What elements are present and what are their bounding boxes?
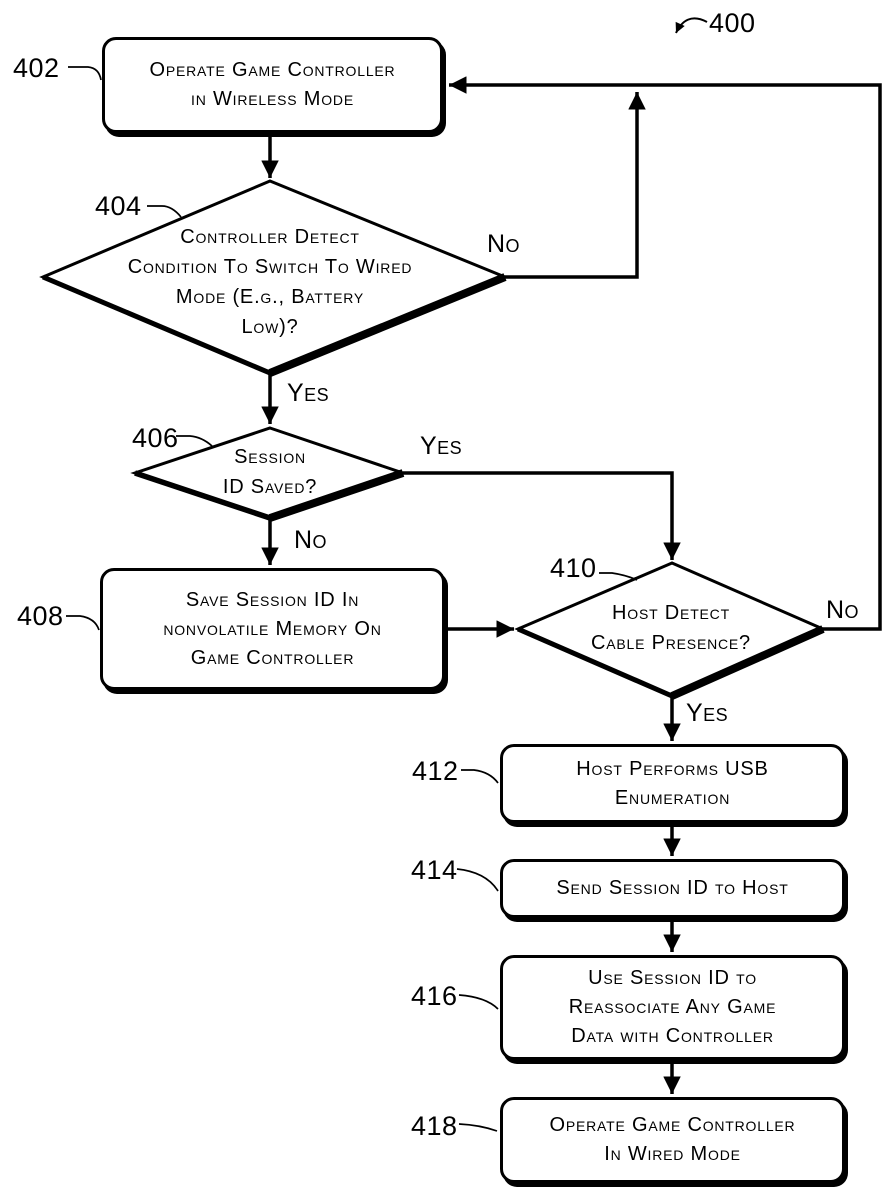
connector-404-no-merge-up (505, 92, 646, 279)
leader-402 (68, 66, 102, 81)
step-416-box: Use Session ID to Reassociate Any Game D… (500, 955, 845, 1060)
step-412-text: Host Performs USB (576, 757, 769, 780)
figure-number: 400 (709, 8, 756, 38)
decision-shapes (39, 179, 827, 700)
ref-410: 410 (550, 553, 597, 583)
step-402-text: Operate Game Controller (149, 59, 396, 81)
leader-406 (176, 435, 213, 447)
ref-402: 402 (13, 53, 60, 83)
step-408-text: Game Controller (190, 646, 355, 669)
ref-406: 406 (132, 423, 179, 453)
step-416-text: Data with Controller (571, 1025, 774, 1047)
figure-number-arrow (675, 17, 708, 34)
decision-406-shadow-right (268, 469, 405, 522)
ref-404: 404 (95, 191, 142, 221)
decision-410-shadow-left (517, 626, 673, 699)
ref-418: 418 (411, 1111, 458, 1141)
connector-406-yes-to-410 (403, 471, 681, 560)
step-418-box: Operate Game Controller In Wired Mode (500, 1097, 845, 1183)
step-402-box: Operate Game Controller in Wireless Mode (102, 37, 443, 133)
leader-418 (458, 1123, 498, 1132)
leader-404 (147, 205, 182, 218)
step-418-text: In Wired Mode (604, 1143, 741, 1165)
ref-416: 416 (411, 981, 458, 1011)
step-414-text: Send Session ID to Host (556, 877, 789, 899)
step-408-box: Save Session ID In nonvolatile Memory On… (100, 568, 445, 690)
step-412-box: Host Performs USB Enumeration (500, 744, 845, 823)
step-408-text: Save Session ID In (185, 588, 360, 611)
step-414-box: Send Session ID to Host (500, 859, 845, 918)
decision-404-shadow-left (42, 274, 271, 376)
leader-416 (458, 994, 499, 1010)
reference-leader-lines (66, 66, 638, 1132)
decision-410-shadow-right (670, 625, 825, 700)
leader-412 (461, 769, 499, 784)
leader-414 (456, 868, 499, 892)
edge-label-410-no: No (826, 596, 860, 624)
decision-406-shadow-left (134, 470, 271, 521)
edge-label-404-no: No (487, 230, 521, 258)
step-412-text: Enumeration (614, 786, 731, 809)
step-402-text: in Wireless Mode (191, 88, 354, 110)
leader-410 (599, 572, 638, 581)
connector-410-no-loop-to-402 (449, 76, 882, 631)
ref-412: 412 (412, 756, 459, 786)
flow-connectors (261, 76, 882, 1094)
edge-label-406-no: No (294, 526, 328, 554)
ref-414: 414 (411, 855, 458, 885)
edge-label-404-yes: Yes (287, 379, 330, 407)
decision-404-shadow-right (268, 273, 507, 377)
step-416-text: Reassociate Any Game (568, 996, 777, 1018)
step-416-text: Use Session ID to (588, 967, 757, 989)
leader-408 (66, 615, 100, 631)
step-408-text: nonvolatile Memory On (163, 617, 382, 640)
ref-408: 408 (17, 601, 64, 631)
edge-label-410-yes: Yes (686, 699, 729, 727)
edge-label-406-yes: Yes (420, 432, 463, 460)
step-418-text: Operate Game Controller (549, 1114, 796, 1136)
